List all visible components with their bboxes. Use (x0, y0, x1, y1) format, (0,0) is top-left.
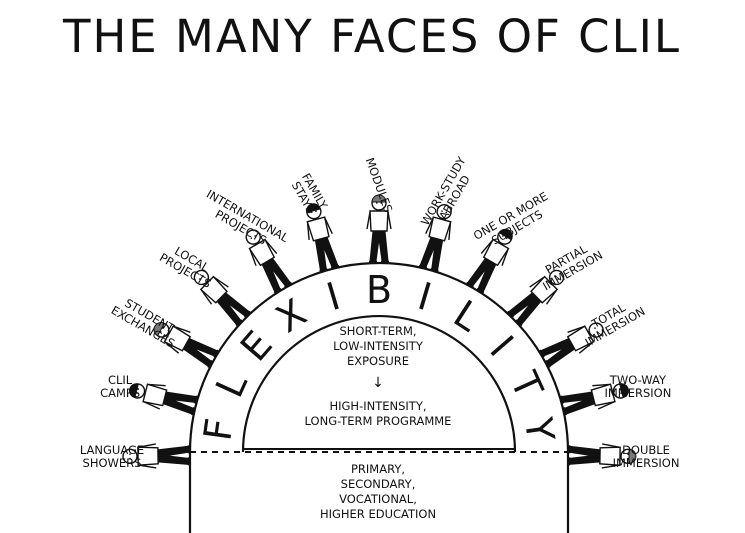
person-figure (366, 194, 392, 264)
base-line-4: HIGHER EDUCATION (320, 507, 436, 521)
center-top-line-1: SHORT-TERM, (339, 324, 416, 338)
person-figure (567, 443, 637, 469)
education-levels: PRIMARY, SECONDARY, VOCATIONAL, HIGHER E… (320, 462, 436, 521)
base-line-3: VOCATIONAL, (339, 492, 417, 506)
figure-label-line: CAMPS (100, 386, 140, 400)
figure-label-line: IMMERSION (613, 456, 680, 470)
person-figure (193, 269, 252, 327)
flexibility-letter: Y (516, 414, 563, 445)
center-bottom-line-1: HIGH-INTENSITY, (329, 399, 426, 413)
flexibility-letter: I (322, 274, 345, 319)
flexibility-letter: L (446, 292, 488, 340)
figures-ring (122, 194, 637, 469)
person-figure (153, 322, 220, 369)
figure-label-line: CLIL (108, 373, 133, 387)
base-line-1: PRIMARY, (351, 462, 405, 476)
person-figure (245, 229, 293, 295)
center-bottom-line-2: LONG-TERM PROGRAMME (305, 414, 452, 428)
person-figure (506, 269, 565, 327)
flexibility-letter: X (268, 290, 314, 341)
diagram-title: THE MANY FACES OF CLIL (62, 10, 681, 63)
flexibility-letter: B (366, 268, 392, 312)
flexibility-letter: I (413, 274, 436, 319)
person-figure (129, 383, 199, 416)
center-arrow: ↓ (372, 375, 384, 391)
flexibility-letter: E (232, 323, 281, 370)
person-figure (559, 383, 629, 416)
figure-label-line: LANGUAGE (80, 443, 144, 457)
figure-label-line: TWO-WAY (609, 373, 667, 387)
flexibility-letter: T (501, 365, 551, 406)
flexibility-letter: I (481, 327, 522, 364)
figure-label-line: IMMERSION (604, 386, 671, 400)
center-top-line-2: LOW-INTENSITY (333, 339, 424, 353)
person-figure (306, 203, 340, 273)
person-figure (538, 322, 604, 369)
figure-label-line: DOUBLE (622, 443, 670, 457)
person-figure (418, 203, 452, 273)
figure-label-line: SHOWERS (83, 456, 142, 470)
person-figure (122, 443, 191, 469)
flexibility-letter: F (195, 416, 242, 444)
base-line-2: SECONDARY, (341, 477, 416, 491)
inner-arch (241, 314, 517, 453)
flexibility-letter: L (207, 366, 256, 403)
center-bottom-text: HIGH-INTENSITY, LONG-TERM PROGRAMME (305, 399, 452, 428)
person-figure (465, 228, 513, 295)
center-top-text: SHORT-TERM, LOW-INTENSITY EXPOSURE (333, 324, 424, 368)
center-top-line-3: EXPOSURE (347, 354, 409, 368)
